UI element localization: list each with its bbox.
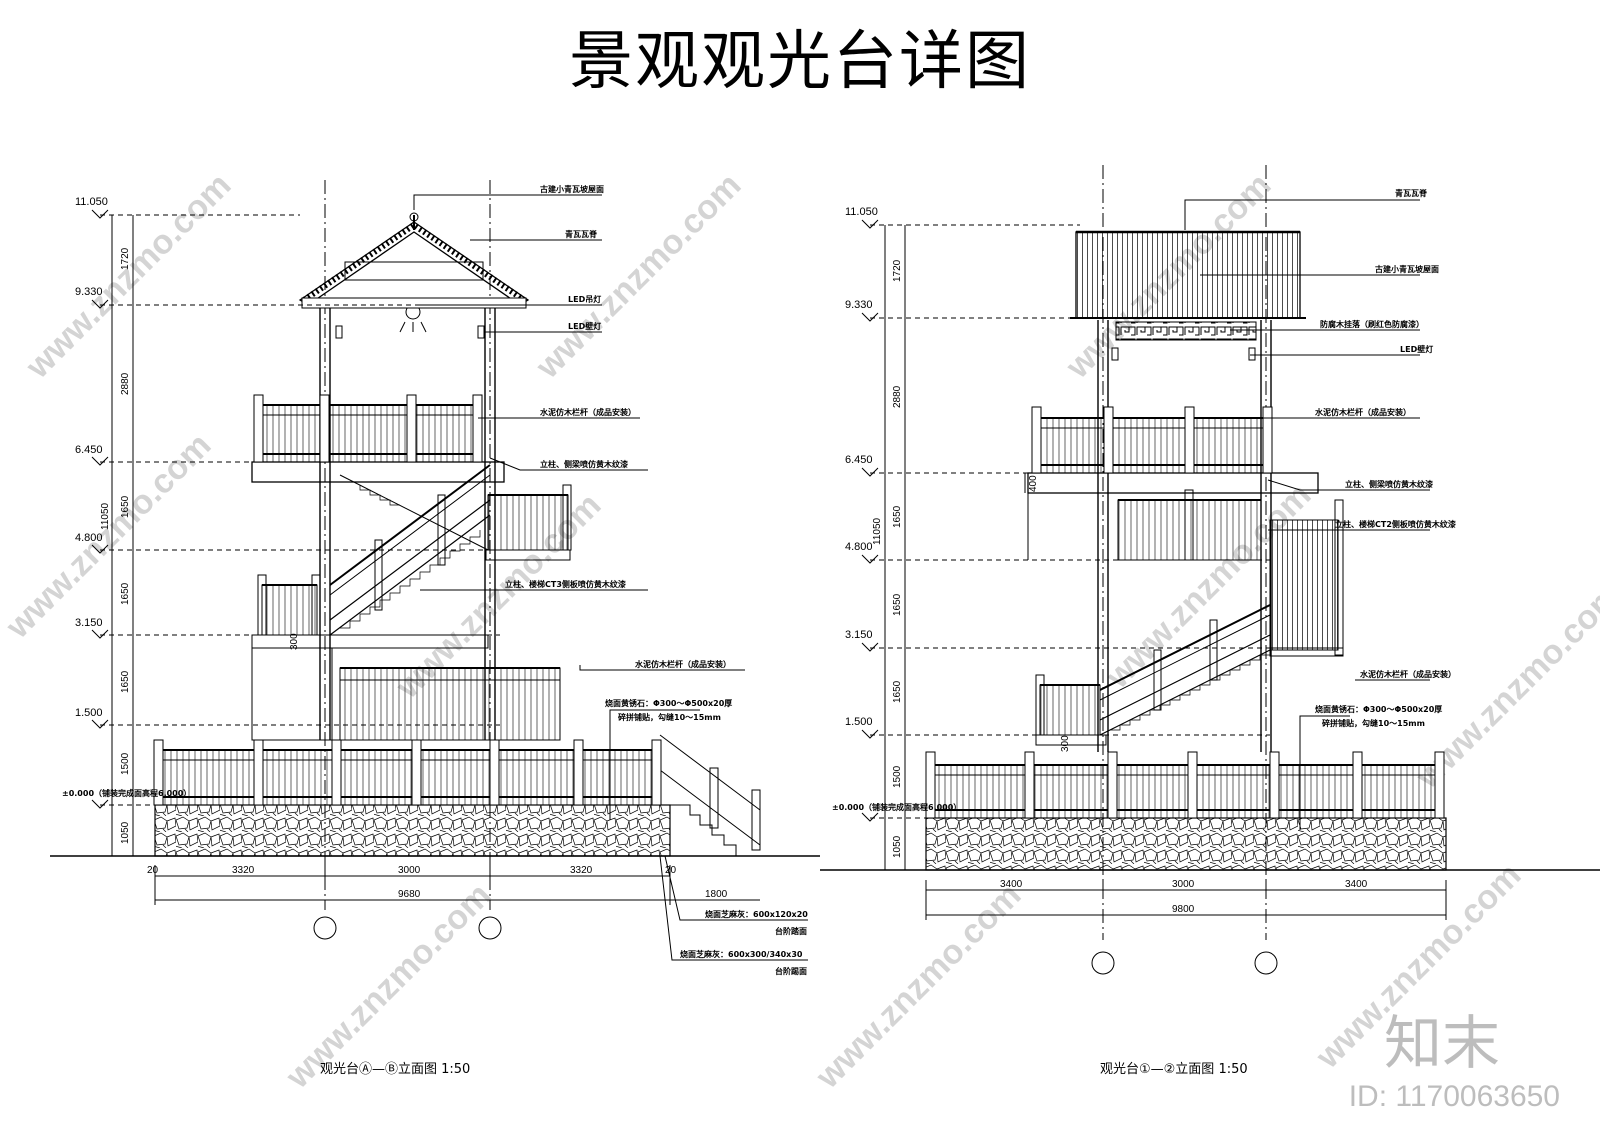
callout-note: LED壁灯 <box>568 321 601 331</box>
callout-note: 碎拼铺贴，勾缝10～15mm <box>618 712 721 722</box>
level-label: 3.150 <box>845 629 873 641</box>
level-label: ±0.000（铺装完成面高程6.000） <box>62 788 191 798</box>
callout-note: 水泥仿木栏杆（成品安装） <box>634 659 731 669</box>
callout-note: 古建小青瓦坡屋面 <box>1375 264 1439 274</box>
right-caption: 观光台①—②立面图 1:50 <box>1100 1062 1248 1077</box>
level-label: 4.800 <box>845 541 873 553</box>
watermark-text: www.znzmo.com <box>0 426 218 646</box>
callout-note: 烧面芝麻灰：600x120x20 <box>705 909 808 919</box>
watermark-id: ID: 1170063650 <box>1348 1080 1560 1113</box>
axis-bubble-b <box>478 916 502 940</box>
watermark-brand: 知末 <box>1383 1009 1500 1077</box>
left-elevation <box>50 180 820 961</box>
callout-note: 立柱、楼梯CT2侧板喷仿黄木纹漆 <box>1335 519 1456 529</box>
dim-label: 1720 <box>892 259 903 282</box>
callout-note: 烧面芝麻灰：600x300/340x30 <box>680 949 803 959</box>
watermark-text: www.znzmo.com <box>528 166 748 386</box>
dim-label: 1050 <box>120 821 131 844</box>
level-label: 11.050 <box>845 206 878 218</box>
led-wall-lamp-icon <box>335 325 343 339</box>
level-label: 6.450 <box>75 444 103 456</box>
callout-note: 台阶踢面 <box>775 966 807 976</box>
callout-note: 水泥仿木栏杆（成品安装） <box>539 407 636 417</box>
dim-label: 1650 <box>120 582 131 605</box>
callout-note: 青瓦瓦脊 <box>565 229 598 239</box>
callout-note: LED壁灯 <box>1400 344 1433 354</box>
level-label: 11.050 <box>75 196 108 208</box>
dim-label: 1650 <box>120 670 131 693</box>
dim-label: 300 <box>289 633 300 650</box>
level-label: 9.330 <box>845 299 873 311</box>
callout-note: 立柱、侧梁喷仿黄木纹漆 <box>540 459 628 469</box>
level-label: 6.450 <box>845 454 873 466</box>
left-annotations: 11.050 9.330 6.450 4.800 3.150 1.500 ±0.… <box>62 184 808 1077</box>
callout-note: 烧面黄锈石：Φ300～Φ500x20厚 <box>1315 704 1442 714</box>
callout-note: 碎拼铺贴，勾缝10～15mm <box>1322 718 1425 728</box>
dim-label: 300 <box>1060 735 1071 752</box>
axis-bubble-2 <box>1254 951 1278 975</box>
left-caption: 观光台Ⓐ—Ⓑ立面图 1:50 <box>320 1062 470 1077</box>
dim-label: 20 <box>665 865 677 876</box>
dim-label: 3400 <box>1345 879 1368 890</box>
dim-label: 1050 <box>892 835 903 858</box>
dim-total-width: 9680 <box>398 889 421 900</box>
callout-note: 水泥仿木栏杆（成品安装） <box>1314 407 1411 417</box>
dim-label: 1650 <box>892 680 903 703</box>
fretwork-hanging <box>1115 321 1257 341</box>
callout-note: 青瓦瓦脊 <box>1395 188 1428 198</box>
level-label: 1.500 <box>75 707 103 719</box>
right-annotations: 11.050 9.330 6.450 4.800 3.150 1.500 ±0.… <box>832 188 1456 1077</box>
callout-note: 立柱、楼梯CT3侧板喷仿黄木纹漆 <box>505 579 626 589</box>
level-label: 3.150 <box>75 617 103 629</box>
dim-label: 1720 <box>120 247 131 270</box>
callout-note: 立柱、侧梁喷仿黄木纹漆 <box>1345 479 1433 489</box>
level-label: ±0.000（铺装完成面高程6.000） <box>832 802 961 812</box>
callout-note: 台阶踏面 <box>775 926 807 936</box>
callout-note: LED吊灯 <box>568 294 601 304</box>
watermark-text: www.znzmo.com <box>18 166 238 386</box>
callout-note: 古建小青瓦坡屋面 <box>540 184 604 194</box>
level-label: 9.330 <box>75 286 103 298</box>
stone-plinth <box>154 804 671 857</box>
dim-label: 20 <box>147 865 159 876</box>
level-label: 4.800 <box>75 532 103 544</box>
axis-bubble-a <box>313 916 337 940</box>
dim-label: 1800 <box>705 889 728 900</box>
callout-note: 烧面黄锈石：Φ300～Φ500x20厚 <box>605 698 732 708</box>
dim-label: 1500 <box>892 765 903 788</box>
dim-label: 2880 <box>892 385 903 408</box>
axis-bubble-1 <box>1091 951 1115 975</box>
dim-label: 1500 <box>120 752 131 775</box>
dim-total-height: 11050 <box>872 517 883 545</box>
right-elevation <box>820 165 1600 975</box>
dim-label: 3320 <box>232 865 255 876</box>
watermark-text: www.znzmo.com <box>808 876 1028 1096</box>
dim-label: 3000 <box>398 865 421 876</box>
dim-total-height: 11050 <box>100 502 111 530</box>
drawing-title: 景观观光台详图 <box>569 25 1031 99</box>
stone-plinth <box>925 817 1447 871</box>
dim-label: 3320 <box>570 865 593 876</box>
led-wall-lamp-icon <box>1248 347 1256 361</box>
callout-note: 防腐木挂落（刷红色防腐漆） <box>1320 319 1424 329</box>
dim-label: 1650 <box>892 505 903 528</box>
dim-total-width: 9800 <box>1172 904 1195 915</box>
led-wall-lamp-icon <box>1111 347 1119 361</box>
dim-label: 1650 <box>892 593 903 616</box>
dim-label: 2880 <box>120 372 131 395</box>
level-label: 1.500 <box>845 716 873 728</box>
dim-label: 400 <box>1028 475 1039 492</box>
callout-note: 水泥仿木栏杆（成品安装） <box>1359 669 1456 679</box>
dim-label: 1650 <box>120 495 131 518</box>
dim-label: 3400 <box>1000 879 1023 890</box>
dim-label: 3000 <box>1172 879 1195 890</box>
led-wall-lamp-icon <box>477 325 485 339</box>
